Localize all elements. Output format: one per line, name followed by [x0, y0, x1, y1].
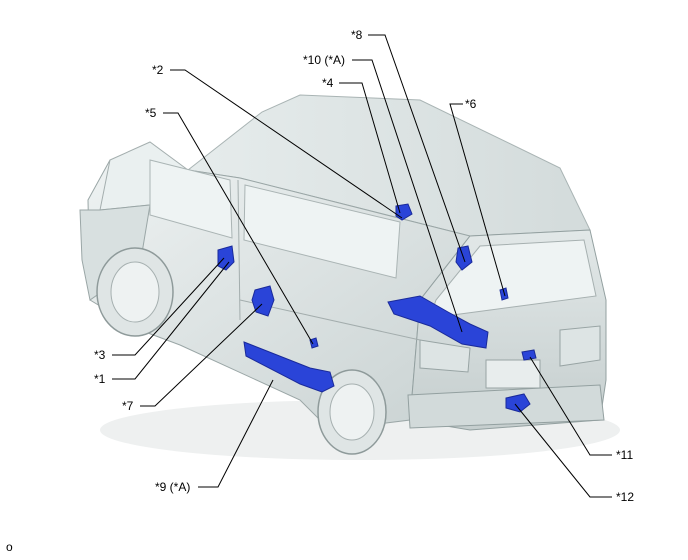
- leader-10: [352, 59, 463, 333]
- van-side-window-front: [149, 159, 233, 239]
- leader-1: [112, 261, 230, 380]
- component-12: [505, 393, 531, 413]
- leader-6: [449, 103, 506, 297]
- van-license-plate: [485, 359, 541, 389]
- leader-8: [368, 34, 466, 263]
- callout-12: *12: [616, 490, 635, 504]
- van-door-line: [237, 179, 241, 321]
- callout-4: *4: [322, 76, 334, 90]
- callout-8: *8: [351, 28, 363, 42]
- leader-4: [339, 82, 401, 214]
- callout-9: *9 (*A): [155, 480, 191, 494]
- leader-9: [198, 379, 274, 488]
- component-1-3: [217, 245, 235, 271]
- corner-mark: o: [6, 540, 13, 554]
- component-10: [387, 295, 489, 349]
- van-rear-lamp-left: [419, 339, 471, 373]
- leader-5: [163, 112, 314, 345]
- component-11: [521, 349, 537, 361]
- callout-11: *11: [616, 448, 634, 462]
- leader-3: [112, 257, 225, 356]
- callout-7: *7: [122, 399, 134, 413]
- callout-2: *2: [152, 63, 164, 77]
- callout-3: *3: [94, 348, 106, 362]
- van-rear-lamp-right: [559, 325, 601, 367]
- van-front-wheel-rim: [110, 261, 160, 323]
- van-rear-wheel-rim: [329, 383, 375, 441]
- callout-6: *6: [465, 97, 477, 111]
- leader-12: [514, 403, 612, 498]
- callout-5: *5: [145, 106, 157, 120]
- van-side-window-rear: [243, 184, 401, 279]
- component-9: [243, 341, 335, 393]
- callout-10: *10 (*A): [303, 53, 346, 67]
- leader-7: [140, 303, 263, 407]
- leader-11: [529, 356, 612, 456]
- leader-2: [170, 69, 403, 219]
- component-5: [309, 337, 319, 349]
- callout-1: *1: [94, 372, 106, 386]
- leader-lines: [112, 34, 612, 498]
